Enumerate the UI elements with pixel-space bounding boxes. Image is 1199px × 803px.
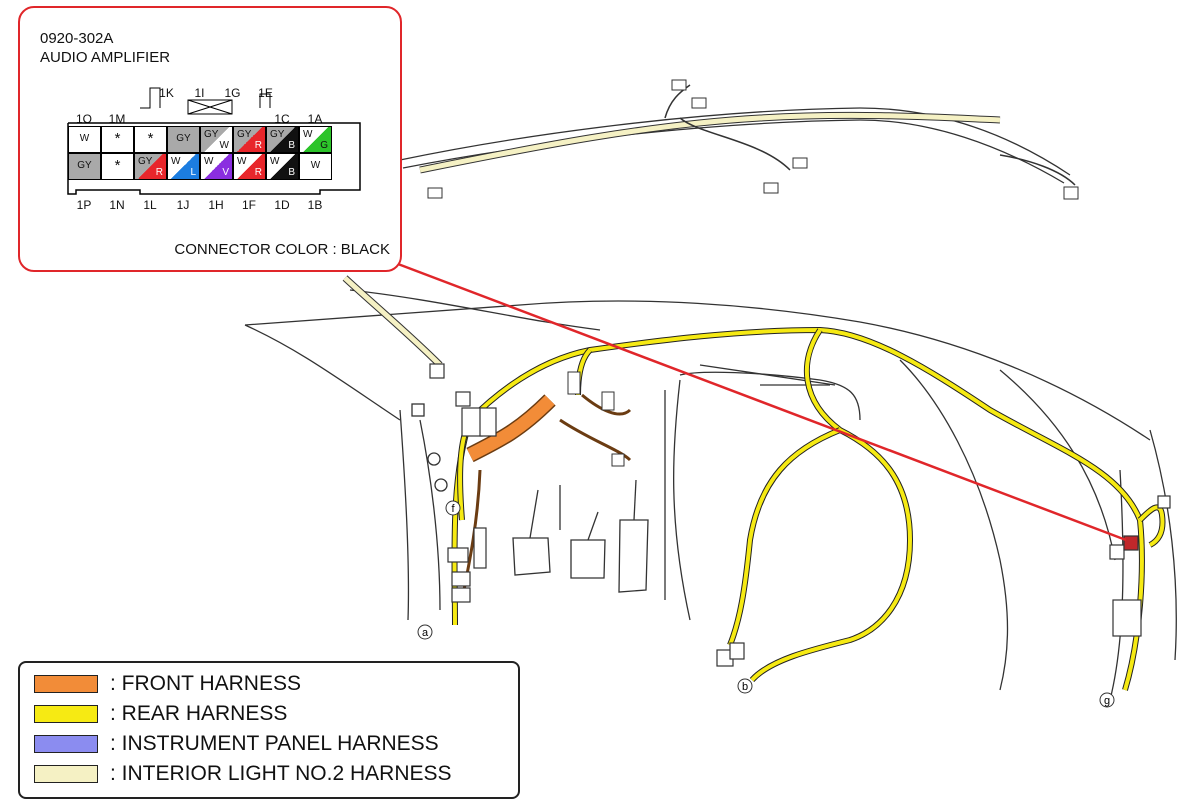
pin-wire-code: GY	[237, 129, 252, 140]
pin-wire-stripe: B	[288, 140, 295, 151]
legend-swatch-interior-light	[34, 765, 98, 783]
pointer-line	[397, 262, 1127, 542]
pin-label-1f: 1F	[241, 198, 256, 212]
pin-wire-code: W	[171, 156, 181, 167]
marker-f-label: f	[451, 503, 455, 515]
pin-label-1k: 1K	[159, 86, 174, 100]
marker-g-label: g	[1104, 695, 1110, 707]
pin-label-1d: 1D	[274, 198, 290, 212]
marker-a-label: a	[422, 627, 429, 639]
connector-name: AUDIO AMPLIFIER	[40, 49, 171, 66]
pin-unused-mark: *	[147, 130, 154, 147]
pin-wire-stripe: R	[254, 167, 262, 178]
legend-label-instrument-panel: : INSTRUMENT PANEL HARNESS	[110, 732, 439, 755]
legend-swatch-front	[34, 675, 98, 693]
pin-wire-code: GY	[138, 156, 153, 167]
connector-code: 0920-302A	[40, 30, 114, 47]
right-connector-cluster	[1109, 495, 1171, 637]
front-harness	[460, 371, 632, 601]
marker-g: g	[1099, 692, 1115, 708]
pin-wire-code: W	[204, 156, 214, 167]
pin-wire-stripe: R	[254, 140, 262, 151]
bottom-connectors	[716, 642, 745, 667]
pin-cell: W	[299, 153, 332, 180]
pin-label-1n: 1N	[109, 198, 125, 212]
pin-wire-code: GY	[176, 133, 191, 144]
legend-swatch-instrument-panel	[34, 735, 98, 753]
legend-label-front: : FRONT HARNESS	[110, 672, 301, 695]
pin-label-1j: 1J	[176, 198, 190, 212]
pin-wire-code: W	[79, 133, 90, 144]
pin-cell: W	[68, 126, 101, 153]
marker-b: b	[737, 678, 753, 694]
pin-wire-stripe: W	[219, 140, 229, 151]
interior-light-harness	[342, 79, 1079, 368]
pin-wire-stripe: V	[222, 167, 229, 178]
left-connector-cluster	[429, 363, 497, 603]
pin-label-1i: 1I	[194, 86, 205, 100]
location-markers: a b f g	[417, 500, 1115, 708]
pin-cell: GY	[167, 126, 200, 153]
legend-label-rear: : REAR HARNESS	[110, 702, 288, 725]
pin-cell: *	[101, 126, 134, 153]
connector-color-note: CONNECTOR COLOR : BLACK	[174, 241, 390, 258]
pin-cell: GY	[68, 153, 101, 180]
pin-cell: *	[101, 153, 134, 180]
pin-label-1l: 1L	[143, 198, 157, 212]
pin-label-1h: 1H	[208, 198, 224, 212]
pin-wire-stripe: G	[320, 140, 328, 151]
pin-wire-stripe: L	[190, 167, 196, 178]
pin-wire-code: GY	[204, 129, 219, 140]
pin-label-1p: 1P	[76, 198, 92, 212]
pin-wire-stripe: B	[288, 167, 295, 178]
pin-wire-code: W	[310, 160, 321, 171]
pin-wire-code: GY	[270, 129, 285, 140]
pin-label-1g: 1G	[224, 86, 241, 100]
pin-label-1e: 1E	[258, 86, 273, 100]
pin-wire-code: GY	[77, 160, 92, 171]
legend-label-interior-light: : INTERIOR LIGHT NO.2 HARNESS	[110, 762, 452, 785]
pin-unused-mark: *	[114, 157, 121, 174]
pin-wire-stripe: R	[155, 167, 163, 178]
pin-cell: *	[134, 126, 167, 153]
pin-wire-code: W	[270, 156, 280, 167]
pin-wire-code: W	[237, 156, 247, 167]
connector-housing-outline	[67, 87, 361, 195]
marker-b-label: b	[742, 681, 748, 693]
pin-label-1b: 1B	[307, 198, 323, 212]
marker-f: f	[445, 500, 461, 516]
rear-harness	[451, 326, 1166, 691]
legend-swatch-rear	[34, 705, 98, 723]
legend: : FRONT HARNESS : REAR HARNESS : INSTRUM…	[18, 661, 520, 799]
marker-a: a	[417, 624, 433, 640]
pin-unused-mark: *	[114, 130, 121, 147]
pin-wire-code: W	[303, 129, 313, 140]
